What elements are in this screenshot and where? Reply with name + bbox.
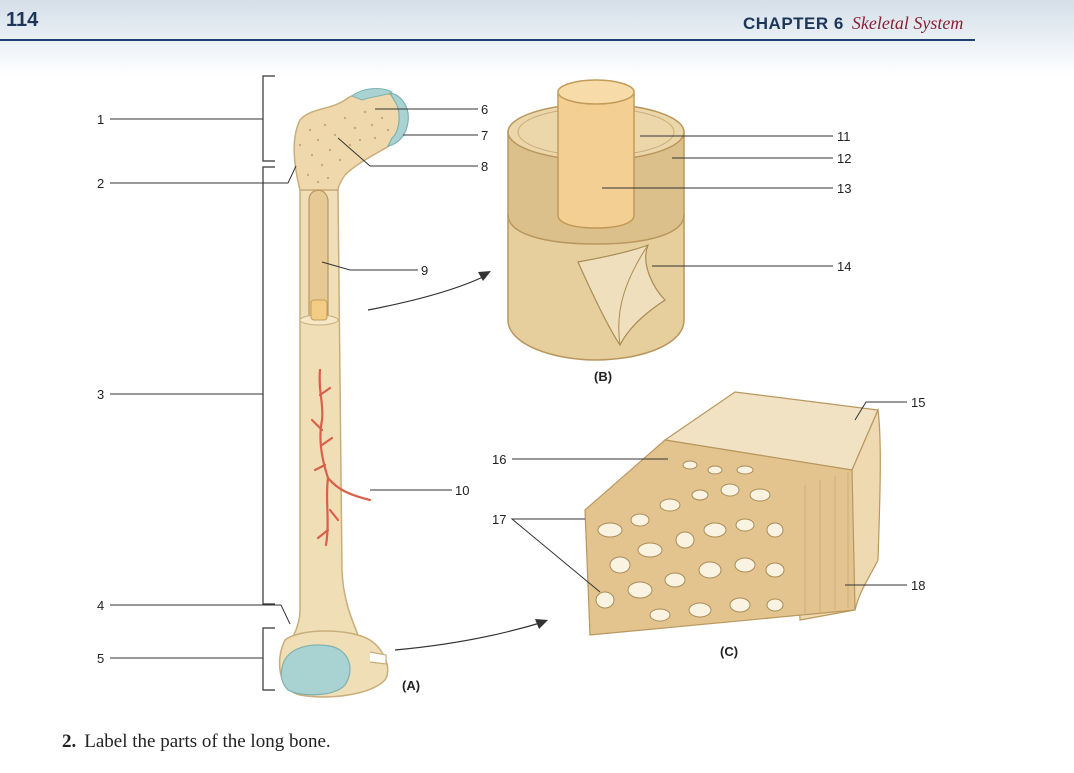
label-8: 8 [481, 159, 488, 174]
question-number: 2. [62, 731, 77, 752]
header-rule [0, 39, 975, 41]
label-13: 13 [837, 181, 851, 196]
inner-rod-shape [557, 91, 635, 229]
label-12: 12 [837, 151, 851, 166]
label-3: 3 [97, 387, 104, 402]
distal-cartilage-shape [280, 644, 351, 696]
inner-rod-top [557, 79, 635, 105]
spongy-bone-block [584, 391, 881, 636]
proximal-cartilage-shape [386, 92, 409, 147]
panel-b-leader-lines [602, 135, 833, 267]
label-6: 6 [481, 102, 488, 117]
marrow-plug [310, 299, 328, 321]
label-11: 11 [837, 129, 851, 144]
label-14: 14 [837, 259, 851, 274]
panel-a-leader-lines [321, 108, 478, 491]
arrow-head-c [535, 619, 548, 629]
panel-label-b: (B) [594, 369, 612, 384]
blood-vessel-shape [310, 368, 372, 547]
panel-label-a: (A) [402, 678, 420, 693]
page-number: 114 [6, 9, 39, 31]
question-text: Label the parts of the long bone. [84, 731, 331, 752]
compact-bone-section [507, 79, 685, 361]
spongy-bone-texture [298, 110, 390, 184]
magnification-arrows [367, 275, 541, 651]
label-16: 16 [492, 452, 506, 467]
left-leader-lines [110, 118, 297, 659]
medullary-cavity-shape [308, 189, 329, 321]
question: 2. Label the parts of the long bone. [62, 731, 331, 753]
lamella-fold-line [618, 244, 649, 346]
trabeculae-holes [595, 460, 785, 622]
arrow-head-b [478, 271, 491, 281]
chapter-title: Skeletal System [851, 13, 964, 33]
peeled-lamella-shape [577, 243, 666, 347]
head-cartilage-shape [351, 88, 393, 101]
chapter-heading: CHAPTER 6 Skeletal System [743, 13, 963, 34]
label-4: 4 [97, 598, 104, 613]
panel-c-leader-lines [510, 401, 907, 593]
label-10: 10 [455, 483, 469, 498]
label-18: 18 [911, 578, 925, 593]
label-5: 5 [97, 651, 104, 666]
label-9: 9 [421, 263, 428, 278]
label-15: 15 [911, 395, 925, 410]
block-front-face [584, 439, 856, 636]
page-header-banner [0, 0, 1074, 75]
bone-region-brackets [262, 75, 275, 691]
distal-notch-shape [369, 651, 387, 665]
label-2: 2 [97, 176, 104, 191]
long-bone-illustration [278, 88, 409, 698]
label-7: 7 [481, 128, 488, 143]
label-1: 1 [97, 112, 104, 127]
chapter-label: CHAPTER 6 [743, 14, 844, 33]
panel-label-c: (C) [720, 644, 738, 659]
label-17: 17 [492, 512, 506, 527]
